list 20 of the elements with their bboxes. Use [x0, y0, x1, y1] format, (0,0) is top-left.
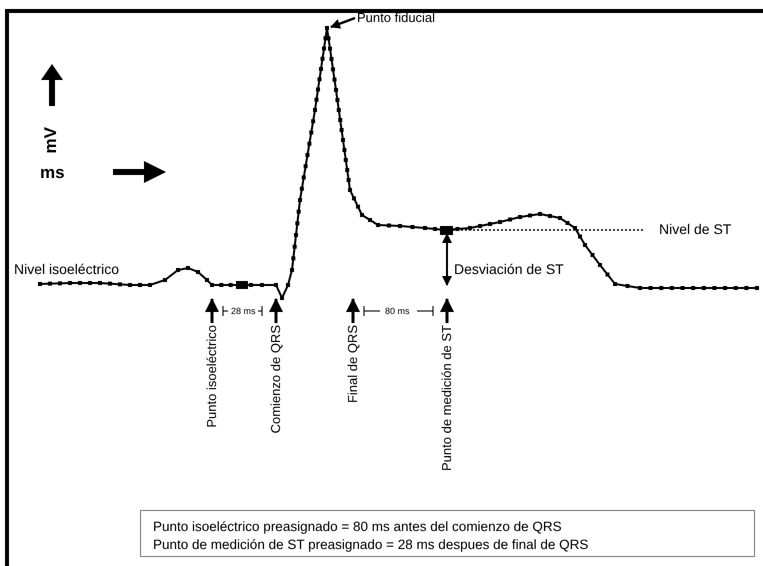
note-text: Punto isoeléctrico preasignado = 80 ms antes del comienzo de QRS — [153, 518, 563, 536]
leader-arrow — [269, 298, 283, 323]
point-label: Punto isoeléctrico — [205, 325, 218, 428]
leader-arrow — [346, 298, 360, 323]
reference-label: Nivel de ST — [659, 222, 732, 236]
leader-arrow — [440, 298, 454, 323]
note-text: Punto de medición de ST preasignado = 28 ms despues de final de QRS — [153, 536, 590, 554]
measurement-label: Desviación de ST — [452, 261, 566, 277]
reference-label: Nivel isoeléctrico — [14, 262, 120, 276]
axis-unit-label: ms — [40, 164, 65, 181]
point-label: Final de QRS — [346, 325, 359, 404]
interval-label: 80 ms — [383, 306, 412, 317]
note-box — [140, 510, 755, 557]
point-label: Comienzo de QRS — [269, 325, 282, 434]
axis-unit-label: mV — [42, 127, 59, 154]
leader-arrow — [205, 298, 219, 323]
leader-arrow — [330, 16, 356, 29]
point-label: Punto de medición de ST — [440, 325, 453, 471]
interval-label: 28 ms — [229, 306, 258, 317]
callout-label: Punto fiducial — [357, 11, 436, 24]
